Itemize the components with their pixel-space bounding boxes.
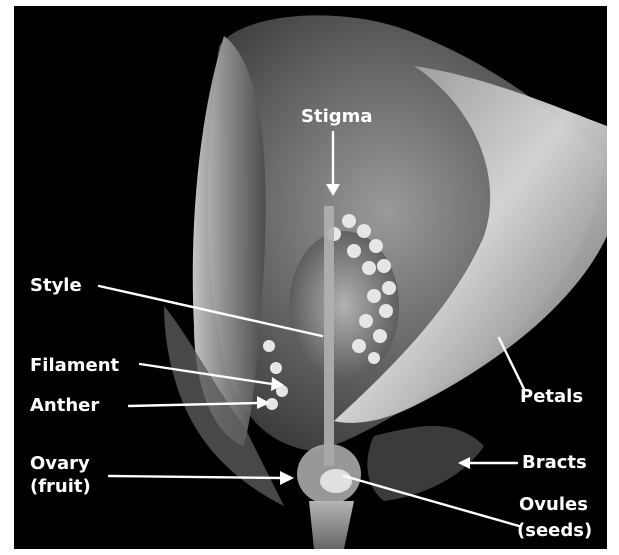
flower-cross-section-illustration [14, 6, 607, 549]
label-bracts: Bracts [522, 452, 587, 473]
label-stigma: Stigma [301, 106, 373, 127]
label-anther: Anther [30, 395, 99, 416]
style-column [324, 206, 334, 466]
label-ovules: Ovules [519, 494, 588, 515]
label-ovary-sub: (fruit) [30, 476, 91, 497]
label-style: Style [30, 275, 82, 296]
label-ovary: Ovary [30, 453, 90, 474]
label-petals: Petals [520, 386, 583, 407]
flower-photo: Stigma Style Filament Anther Ovary (frui… [14, 6, 607, 549]
label-ovules-sub: (seeds) [517, 520, 592, 541]
label-filament: Filament [30, 355, 119, 376]
stem [309, 501, 354, 549]
ovules [320, 469, 352, 493]
